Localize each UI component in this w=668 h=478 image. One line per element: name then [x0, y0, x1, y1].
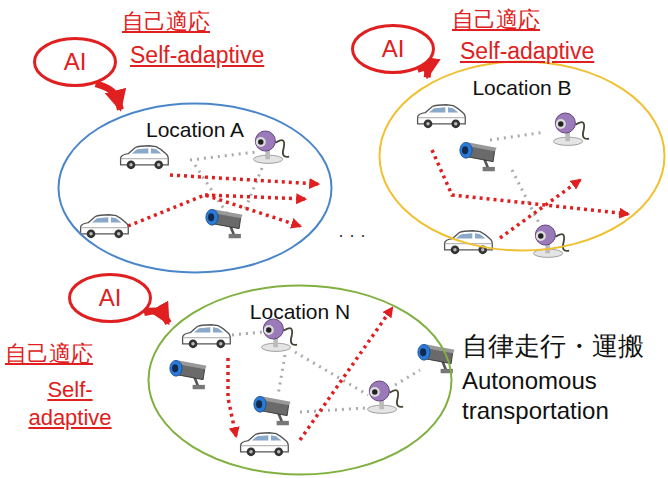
location-label: Location A [146, 118, 244, 142]
self-adaptive-label: 自己適応 [5, 340, 93, 368]
outline [380, 62, 665, 251]
outline [35, 39, 116, 86]
ai-label: AI [64, 48, 87, 76]
location-ellipse: Location N [147, 284, 453, 476]
ai-label: AI [382, 35, 405, 63]
location-n-scene [170, 308, 455, 456]
self-adaptive-label: Self-adaptive [460, 37, 594, 66]
outline [59, 104, 332, 273]
self-adaptive-label: Self-adaptive [130, 41, 264, 70]
adapt-arrow [144, 311, 168, 323]
location-label: Location B [472, 76, 571, 100]
outline [149, 286, 452, 475]
caption-note: Autonomous transportation [462, 366, 662, 426]
location-a-scene [81, 131, 318, 238]
self-adaptive-label: 自己適応 [452, 6, 540, 34]
adapt-arrow [96, 84, 121, 110]
ai-circle: AI [351, 24, 435, 74]
self-adaptive-label: 自己適応 [122, 8, 210, 36]
ai-label: AI [99, 284, 122, 312]
ai-circle: AI [68, 273, 152, 323]
location-label: Location N [250, 300, 350, 324]
outline [353, 26, 434, 73]
caption-note: 自律走行・運搬 [462, 330, 644, 363]
ai-circle: AI [33, 37, 117, 87]
adapt-arrow [417, 68, 427, 78]
location-ellipse: Location B [378, 60, 666, 252]
location-b-scene [418, 105, 628, 258]
self-adaptive-label: Self- adaptive [20, 376, 120, 431]
outline [70, 275, 151, 322]
location-ellipse: Location A [57, 102, 333, 274]
ellipsis: · · · [338, 224, 366, 247]
